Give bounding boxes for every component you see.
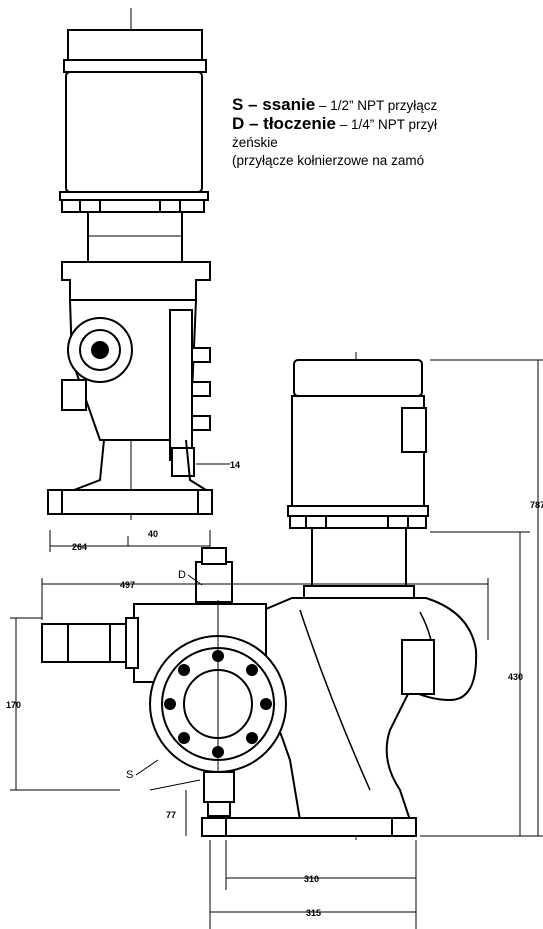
top-view-pump <box>47 8 230 552</box>
discharge-legend-row: D – tłoczenie – 1/4” NPT przył <box>232 115 543 134</box>
suction-code: S – ssanie <box>232 95 316 114</box>
discharge-description: – 1/4” NPT przył <box>339 117 437 132</box>
dim-total-height: 787 <box>530 500 543 510</box>
suction-marker: S <box>126 769 133 781</box>
dim-overall-width: 497 <box>120 580 135 590</box>
suction-legend-row: S – ssanie – 1/2” NPT przyłącz <box>232 96 543 115</box>
dimension-lines <box>10 359 543 929</box>
suction-description: – 1/2” NPT przyłącz <box>318 98 438 113</box>
dim-motor-height: 430 <box>508 672 523 682</box>
side-view-pump <box>41 352 478 840</box>
discharge-code: D – tłoczenie <box>232 114 336 133</box>
female-thread-note: żeńskie <box>232 135 278 150</box>
dim-bottom-small: 77 <box>166 810 176 820</box>
dim-bottom-mid: 310 <box>304 874 319 884</box>
dim-side-height: 170 <box>6 700 21 710</box>
dim-small-right: 14 <box>230 460 240 470</box>
port-legend: S – ssanie – 1/2” NPT przyłącz D – tłocz… <box>232 96 543 170</box>
discharge-marker: D <box>178 569 186 581</box>
dim-bottom-total: 315 <box>306 908 321 918</box>
flange-note: (przyłącze kołnierzowe na zamó <box>232 153 425 168</box>
dim-base-half: 40 <box>148 529 158 539</box>
dim-base-width: 264 <box>72 542 87 552</box>
